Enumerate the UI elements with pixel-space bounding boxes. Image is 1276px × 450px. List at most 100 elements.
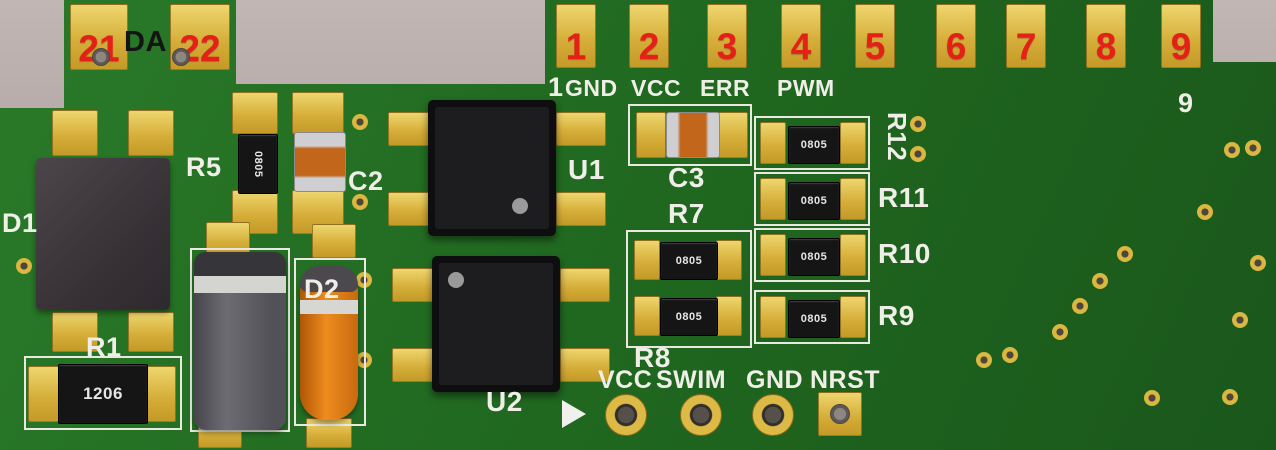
via[interactable]: [1092, 273, 1108, 289]
via[interactable]: [910, 116, 926, 132]
marking-r12: 0805: [800, 139, 828, 151]
pad-5[interactable]: 5: [855, 4, 895, 68]
silk-outline-r9: [754, 290, 870, 344]
silk-signal-err: ERR: [700, 75, 751, 101]
pad-9-number: 9: [1170, 26, 1192, 68]
smd-pad[interactable]: [560, 268, 610, 302]
smd-pad[interactable]: [128, 312, 174, 352]
smd-pad[interactable]: [840, 122, 866, 164]
refdes-r8: R8: [634, 342, 671, 373]
smd-pad[interactable]: [760, 234, 786, 276]
smd-pad[interactable]: [840, 296, 866, 338]
via[interactable]: [1232, 312, 1248, 328]
smd-pad[interactable]: [232, 92, 278, 134]
smd-pad[interactable]: [634, 296, 660, 336]
smd-pad[interactable]: [840, 234, 866, 276]
silk-outline-d2: [294, 258, 366, 426]
pad-1[interactable]: 1: [556, 4, 596, 68]
pad-9[interactable]: 9: [1161, 4, 1201, 68]
drill-hole[interactable]: [172, 48, 190, 66]
smd-pad[interactable]: [392, 268, 434, 302]
component-r7[interactable]: 0805: [660, 242, 718, 280]
component-r9[interactable]: 0805: [788, 300, 840, 338]
smd-pad[interactable]: [306, 418, 352, 448]
silk-signal-gnd: GND: [565, 75, 618, 101]
pad-7[interactable]: 7: [1006, 4, 1046, 68]
component-u1[interactable]: [428, 100, 556, 236]
via[interactable]: [1117, 246, 1133, 262]
via[interactable]: [976, 352, 992, 368]
refdes-r9: R9: [878, 300, 915, 331]
via[interactable]: [16, 258, 32, 274]
smd-pad[interactable]: [556, 192, 606, 226]
marking-r10: 0805: [800, 251, 828, 263]
component-d2[interactable]: [300, 266, 358, 420]
silk-outline-c3: [628, 104, 752, 166]
component-r10[interactable]: 0805: [788, 238, 840, 276]
smd-pad[interactable]: [760, 178, 786, 220]
refdes-d2: D2: [304, 274, 340, 304]
via[interactable]: [352, 194, 368, 210]
marking-r7: 0805: [675, 255, 703, 267]
silk-outline-capacitor: [190, 248, 290, 432]
through-hole-pad-swim[interactable]: [680, 394, 722, 436]
through-hole-pad-vcc[interactable]: [605, 394, 647, 436]
component-r12[interactable]: 0805: [788, 126, 840, 164]
drill-hole[interactable]: [830, 404, 850, 424]
component-capacitor[interactable]: [194, 252, 286, 430]
u1-top-face: [435, 107, 549, 229]
pad-3[interactable]: 3: [707, 4, 747, 68]
pad-4[interactable]: 4: [781, 4, 821, 68]
component-r5[interactable]: 0805: [238, 134, 278, 194]
component-c2[interactable]: [294, 132, 346, 192]
smd-pad[interactable]: [760, 122, 786, 164]
component-c3[interactable]: [666, 112, 720, 158]
smd-pad[interactable]: [392, 348, 434, 382]
via[interactable]: [352, 114, 368, 130]
component-r1[interactable]: 1206: [58, 364, 148, 424]
refdes-r1: R1: [86, 332, 122, 362]
via[interactable]: [1052, 324, 1068, 340]
smd-pad[interactable]: [556, 112, 606, 146]
smd-pad[interactable]: [388, 112, 430, 146]
smd-pad[interactable]: [760, 296, 786, 338]
pad-6[interactable]: 6: [936, 4, 976, 68]
through-hole-pad-gnd[interactable]: [752, 394, 794, 436]
smd-pad[interactable]: [52, 110, 98, 156]
via[interactable]: [1144, 390, 1160, 406]
refdes-r10: R10: [878, 238, 931, 269]
component-r8[interactable]: 0805: [660, 298, 718, 336]
pad-5-number: 5: [864, 26, 886, 68]
component-d1[interactable]: [36, 158, 170, 310]
smd-pad[interactable]: [312, 224, 356, 258]
via[interactable]: [910, 146, 926, 162]
via[interactable]: [1197, 204, 1213, 220]
smd-pad[interactable]: [560, 348, 610, 382]
via[interactable]: [1002, 347, 1018, 363]
d2-band: [300, 300, 358, 314]
pad-2[interactable]: 2: [629, 4, 669, 68]
via[interactable]: [1072, 298, 1088, 314]
pad-2-number: 2: [638, 26, 660, 68]
smd-pad[interactable]: [128, 110, 174, 156]
component-r11[interactable]: 0805: [788, 182, 840, 220]
via[interactable]: [1245, 140, 1261, 156]
smd-pad[interactable]: [840, 178, 866, 220]
refdes-r12: R12: [882, 112, 912, 162]
pin1-arrow-icon: [562, 400, 586, 428]
via[interactable]: [1250, 255, 1266, 271]
pad-21[interactable]: 21: [70, 4, 128, 70]
smd-pad[interactable]: [388, 192, 430, 226]
smd-pad[interactable]: [636, 112, 666, 158]
refdes-u1: U1: [568, 154, 605, 185]
silk-outline-r7-r8: [626, 230, 752, 348]
smd-pad[interactable]: [634, 240, 660, 280]
refdes-r5: R5: [186, 152, 222, 182]
via[interactable]: [1224, 142, 1240, 158]
marking-r5: 0805: [252, 150, 264, 178]
smd-pad[interactable]: [52, 312, 98, 352]
pad-8[interactable]: 8: [1086, 4, 1126, 68]
smd-pad[interactable]: [292, 92, 344, 134]
via[interactable]: [1222, 389, 1238, 405]
drill-hole[interactable]: [92, 48, 110, 66]
